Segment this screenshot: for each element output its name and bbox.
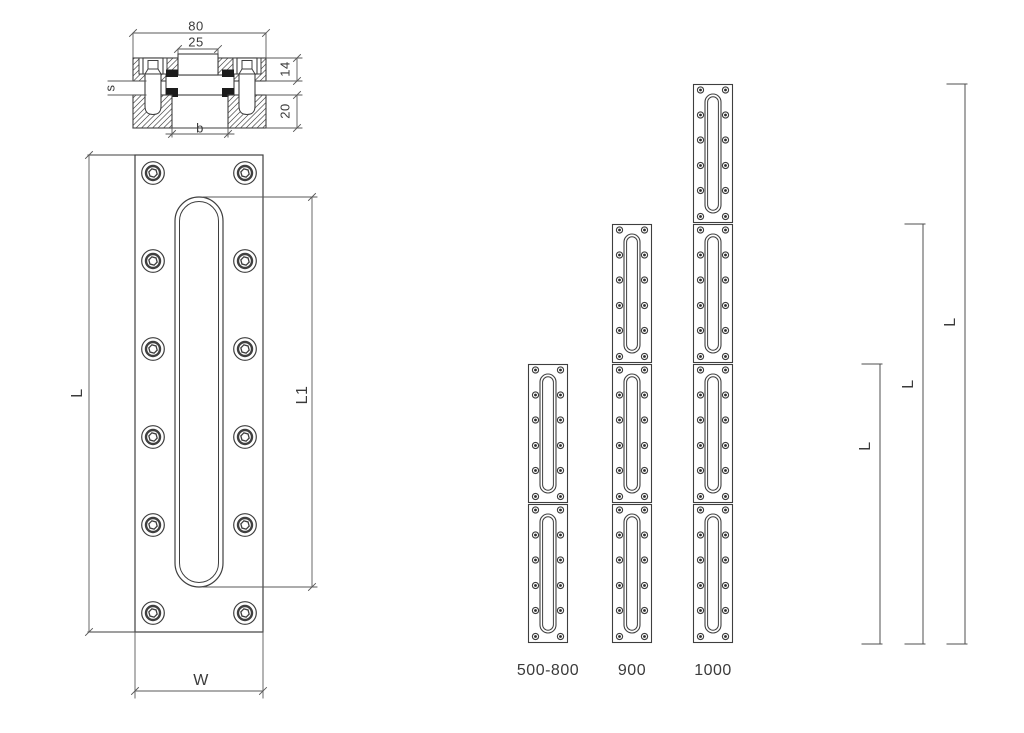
variant-plate-500-800 bbox=[529, 365, 568, 643]
bolt-shank-right bbox=[238, 73, 256, 116]
dim-length-L bbox=[84, 150, 94, 637]
bolt-shank-left bbox=[144, 73, 162, 116]
bolt-left bbox=[138, 57, 168, 75]
variant-plate-1000 bbox=[694, 85, 733, 643]
slot-inner bbox=[179, 201, 219, 583]
dim-tongue-width bbox=[173, 44, 223, 55]
dim-label-L-1000: L bbox=[942, 317, 959, 327]
dim-label-slot-length-L1: L1 bbox=[294, 385, 311, 405]
rail-tongue bbox=[177, 53, 219, 76]
variant-label-1000: 1000 bbox=[694, 662, 732, 679]
variant-plate-900 bbox=[613, 225, 652, 643]
slot-outer bbox=[174, 196, 224, 588]
front-view bbox=[84, 150, 318, 699]
dim-channel-b bbox=[165, 127, 235, 139]
dim-label-L-500-800: L bbox=[857, 441, 874, 451]
dim-label-width-W: W bbox=[193, 672, 209, 689]
dim-gap-s bbox=[107, 80, 147, 96]
variant-label-500-800: 500-800 bbox=[516, 662, 580, 679]
dim-label-tongue-width: 25 bbox=[188, 34, 204, 50]
dim-label-overall-width: 80 bbox=[188, 18, 204, 34]
dim-slot-length-L1 bbox=[202, 192, 318, 592]
seal-strips bbox=[166, 69, 234, 97]
dim-overall-width bbox=[128, 28, 271, 59]
dim-label-gap-s: s bbox=[102, 84, 118, 92]
cross-section-view bbox=[107, 28, 303, 139]
dim-label-clamp-thickness: 14 bbox=[277, 61, 293, 77]
variant-label-900: 900 bbox=[617, 662, 647, 679]
bolt-right bbox=[232, 57, 262, 75]
dim-clamp-thickness bbox=[265, 53, 303, 86]
dim-label-length-L: L bbox=[69, 388, 86, 398]
dim-label-base-thickness: 20 bbox=[277, 103, 293, 119]
dim-base-thickness bbox=[265, 90, 303, 133]
dim-label-L-900: L bbox=[900, 379, 917, 389]
length-dim-900 bbox=[904, 223, 926, 645]
dim-width-W bbox=[130, 631, 268, 699]
length-dim-500-800 bbox=[861, 363, 883, 645]
dim-label-channel-b: b bbox=[196, 120, 204, 136]
length-dim-1000 bbox=[946, 83, 968, 645]
